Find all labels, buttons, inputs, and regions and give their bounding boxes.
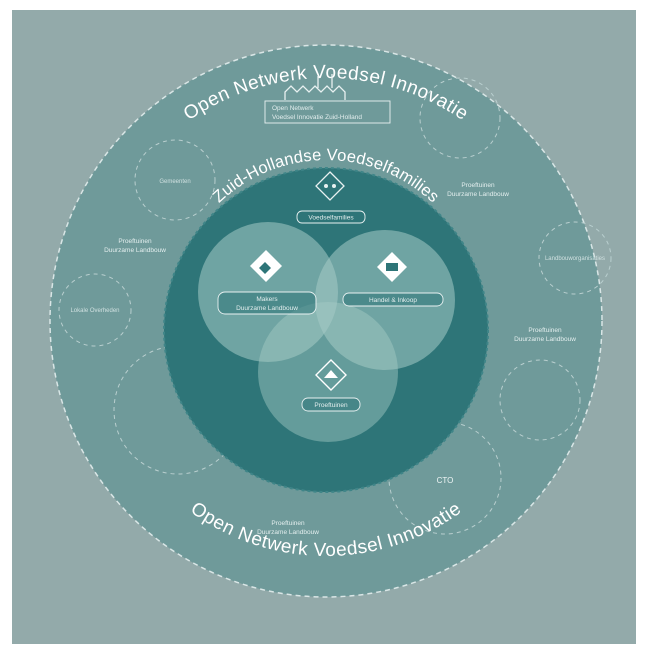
faint-label-right: Landbouworganisaties [545, 256, 605, 262]
label-top-right-2: Duurzame Landbouw [447, 191, 509, 198]
makers-icon [250, 250, 282, 282]
partner-circle-right [538, 221, 612, 295]
faint-label-upper-left: Gemeenten [159, 179, 190, 185]
makers-label-line1: Makers [256, 296, 278, 303]
label-left-2: Duurzame Landbouw [104, 247, 166, 254]
label-right-2: Duurzame Landbouw [514, 336, 576, 343]
partner-circle-left [58, 273, 132, 347]
proeftuinen-label: Proeftuinen [314, 402, 348, 409]
handel-icon [377, 252, 407, 282]
network-box [264, 100, 391, 124]
makers-label-line2: Duurzame Landbouw [236, 305, 298, 312]
handel-label: Handel & Inkoop [369, 297, 417, 304]
faint-label-left: Lokale Overheden [70, 308, 119, 314]
proeftuinen-pill [301, 397, 361, 412]
label-bottom-2: Duurzame Landbouw [257, 529, 319, 536]
partner-circle-cto [388, 421, 502, 535]
venn-circle-proeftuinen [258, 302, 398, 442]
partner-circle-upper-right [419, 77, 501, 159]
label-top-right-1: Proeftuinen [461, 182, 495, 189]
network-box-line2: Voedsel Innovatie Zuid-Holland [272, 114, 362, 121]
network-box-line1: Open Netwerk [272, 105, 314, 112]
partner-circle-upper-left [134, 139, 216, 221]
voedselfamilies-label: Voedselfamilies [308, 215, 354, 222]
label-right-1: Proeftuinen [528, 327, 562, 334]
label-left-1: Proeftuinen [118, 238, 152, 245]
makers-pill [217, 291, 317, 315]
family-icon [315, 171, 345, 201]
label-cto: CTO [437, 476, 454, 485]
partner-circle-lower-right [499, 359, 581, 441]
voedselfamilies-pill [296, 210, 366, 224]
factory-icon [284, 74, 346, 100]
proeftuinen-icon [315, 359, 347, 391]
handel-pill [342, 292, 444, 307]
label-bottom-1: Proeftuinen [271, 520, 305, 527]
